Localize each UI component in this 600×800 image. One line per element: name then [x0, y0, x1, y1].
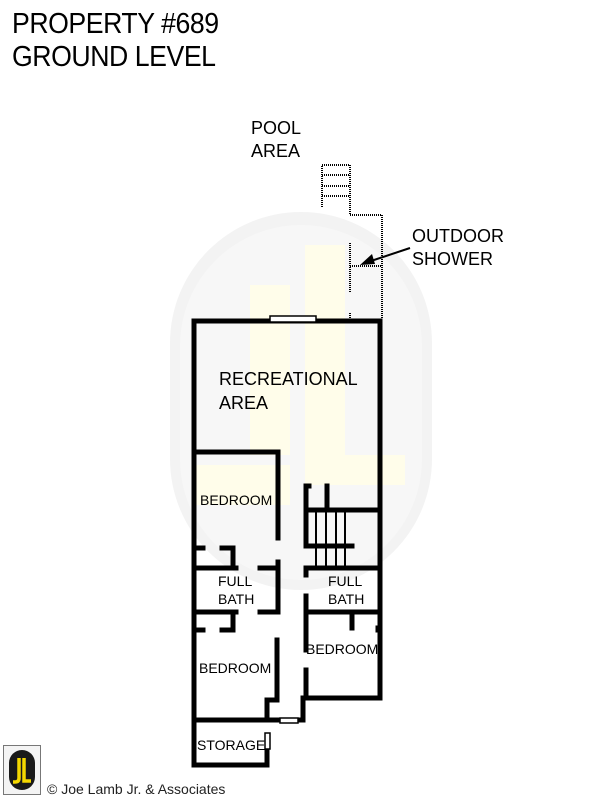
room-bedroom-3: BEDROOM — [306, 641, 378, 657]
outdoor-shower-outline — [321, 164, 383, 318]
walls — [191, 318, 383, 768]
room-storage: STORAGE — [197, 737, 265, 753]
room-recreational-area-2: AREA — [219, 393, 268, 413]
outdoor-shower-label-2: SHOWER — [412, 249, 493, 269]
windows — [264, 315, 317, 750]
title-level: GROUND LEVEL — [12, 41, 216, 73]
shower-arrow-icon — [360, 247, 411, 265]
room-full-bath-left-2: BATH — [218, 591, 254, 607]
watermark-logo — [170, 212, 432, 590]
page-title: PROPERTY #689 GROUND LEVEL — [12, 8, 219, 74]
copyright-text: © Joe Lamb Jr. & Associates — [47, 781, 226, 797]
room-bedroom-1: BEDROOM — [200, 492, 272, 508]
room-full-bath-right-2: BATH — [328, 591, 364, 607]
room-full-bath-right: FULL — [328, 573, 362, 589]
jl-logo-icon — [3, 745, 41, 795]
pool-area-label-2: AREA — [251, 141, 300, 161]
outdoor-shower-label: OUTDOOR — [412, 226, 504, 246]
title-property: PROPERTY #689 — [12, 8, 219, 40]
footer: © Joe Lamb Jr. & Associates — [3, 745, 243, 797]
pool-area-label: POOL — [251, 118, 301, 138]
room-full-bath-left: FULL — [218, 573, 252, 589]
room-bedroom-2: BEDROOM — [199, 660, 271, 676]
room-recreational-area: RECREATIONAL — [219, 369, 358, 389]
staircase — [315, 510, 346, 568]
